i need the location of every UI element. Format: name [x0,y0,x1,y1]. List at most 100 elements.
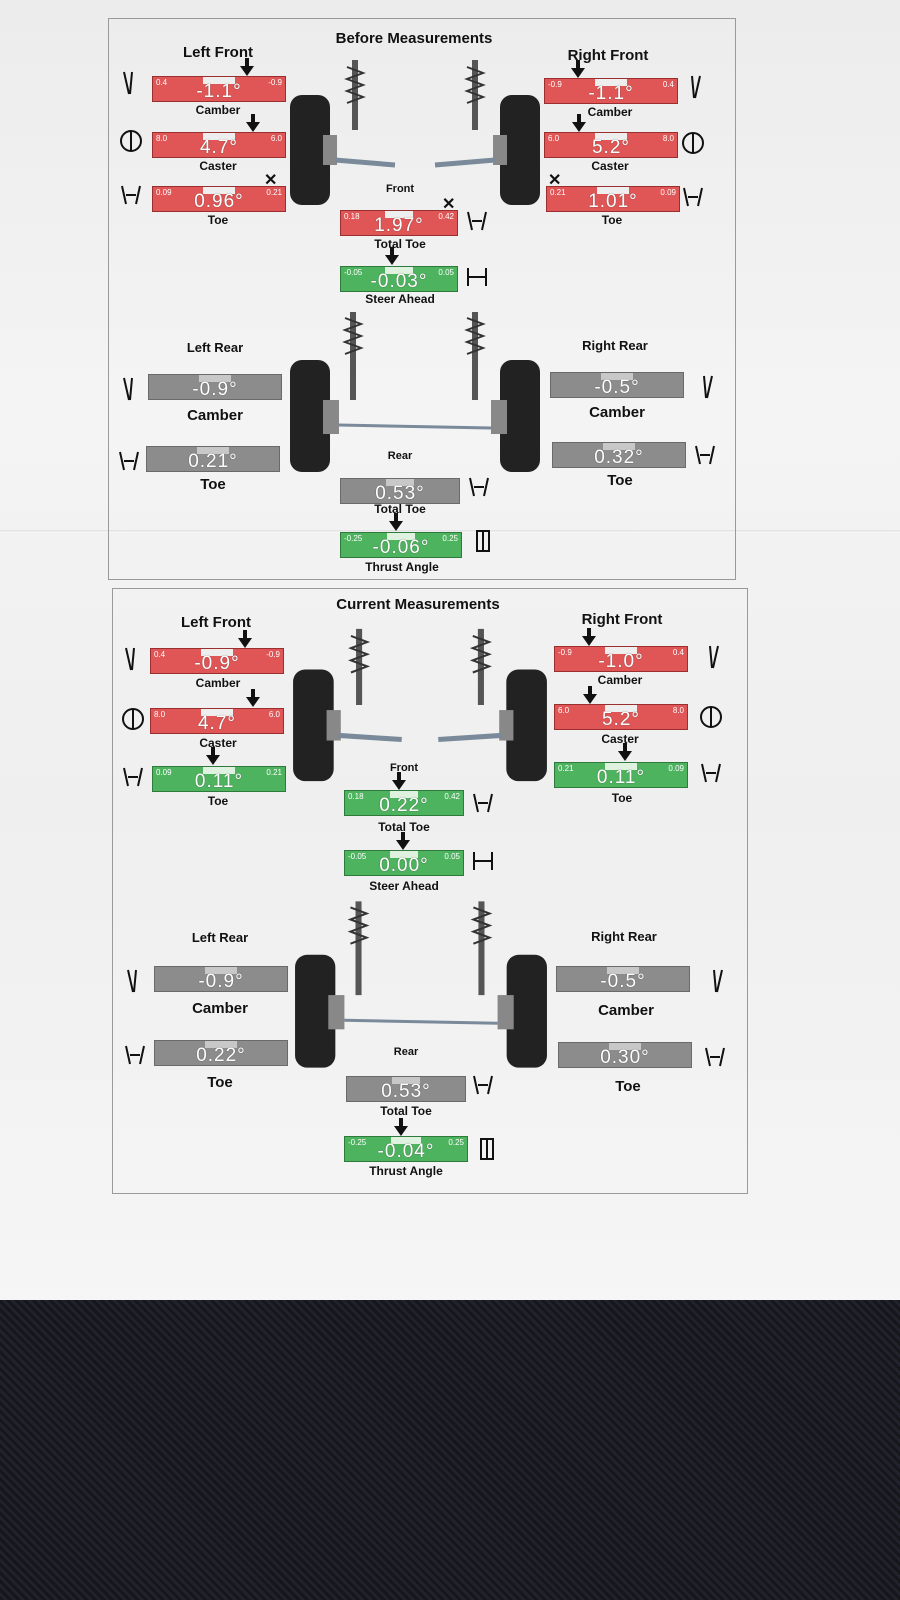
camber-icon [703,375,713,399]
before-left-camber-value: -1.1° [196,81,242,102]
current-left-rear-toe-gauge: 0.22° [154,1040,288,1066]
camber-icon [123,71,133,95]
toe-icon [123,767,143,787]
before-total-toe-value: 1.97° [374,215,424,236]
caster-icon [122,708,144,730]
caster-icon [700,706,722,728]
before-left-toe-gauge: 0.09 0.21 0.96° [152,186,286,212]
before-left-rear-toe-value: 0.21° [188,451,238,472]
current-right-caster-gauge: 6.0 8.0 5.2° [554,704,688,730]
before-left-rear-camber-value: -0.9° [192,379,238,400]
indicator-arrow-icon [240,58,254,76]
current-right-toe-value: 0.11° [596,767,646,788]
total-toe-label: Total Toe [374,237,426,251]
before-right-camber-gauge: -0.9 0.4 -1.1° [544,78,678,104]
front-suspension-diagram [290,60,540,205]
current-rear-total-toe-value: 0.53° [381,1081,431,1102]
current-left-caster-value: 4.7° [197,713,236,734]
current-right-rear-toe-value: 0.30° [600,1047,650,1068]
caster-label: Caster [199,159,237,173]
paper-fold [0,530,900,533]
thrust-angle-icon [476,530,490,552]
camber-label: Camber [192,1000,248,1017]
total-toe-icon [473,793,493,813]
current-total-toe-value: 0.22° [379,795,429,816]
caster-icon [682,132,704,154]
current-thrust-gauge: -0.25 0.25 -0.04° [344,1136,468,1162]
before-right-front-heading: Right Front [567,47,649,64]
before-total-toe-gauge: 0.18 0.42 1.97° [340,210,458,236]
toe-label: Toe [607,472,633,489]
current-right-rear-toe-gauge: 0.30° [558,1042,692,1068]
toe-icon [701,763,721,783]
toe-label: Toe [601,213,623,227]
current-left-rear-toe-value: 0.22° [196,1045,246,1066]
current-title: Current Measurements [336,596,500,613]
camber-icon [127,969,137,993]
current-measurements-panel [112,588,748,1194]
current-right-toe-gauge: 0.21 0.09 0.11° [554,762,688,788]
current-right-camber-value: -1.0° [598,651,644,672]
camber-label: Camber [195,103,241,117]
current-left-camber-gauge: 0.4 -0.9 -0.9° [150,648,284,674]
current-left-toe-value: 0.11° [194,771,244,792]
indicator-arrow-icon [392,772,406,790]
before-right-rear-toe-value: 0.32° [594,447,644,468]
before-rear-total-toe-gauge: 0.53° [340,478,460,504]
current-thrust-value: -0.04° [377,1141,435,1162]
current-steer-ahead-value: 0.00° [379,855,429,876]
camber-icon [125,647,135,671]
camber-label: Camber [598,1002,654,1019]
thrust-angle-icon [480,1138,494,1160]
current-left-rear-camber-value: -0.9° [198,971,244,992]
indicator-arrow-icon [572,114,586,132]
current-right-camber-gauge: -0.9 0.4 -1.0° [554,646,688,672]
before-right-caster-value: 5.2° [591,137,630,158]
toe-icon [705,1047,725,1067]
camber-label: Camber [589,404,645,421]
camber-icon [709,645,719,669]
indicator-arrow-icon [206,747,220,765]
indicator-arrow-icon [238,630,252,648]
steer-ahead-icon [467,268,487,286]
total-toe-label: Total Toe [374,502,426,516]
current-left-rear-camber-gauge: -0.9° [154,966,288,992]
before-left-caster-value: 4.7° [199,137,238,158]
before-left-rear-toe-gauge: 0.21° [146,446,280,472]
current-left-rear-heading: Left Rear [191,930,249,945]
current-right-rear-heading: Right Rear [591,929,657,944]
before-right-toe-gauge: 0.21 0.09 1.01° [546,186,680,212]
indicator-arrow-icon [618,743,632,761]
current-right-rear-camber-gauge: -0.5° [556,966,690,992]
total-toe-icon [473,1075,493,1095]
steer-ahead-icon [473,852,493,870]
indicator-arrow-icon [389,513,403,531]
camber-label: Camber [195,676,241,690]
caster-label: Caster [591,159,629,173]
thrust-angle-label: Thrust Angle [369,1164,443,1178]
current-right-caster-value: 5.2° [601,709,640,730]
before-right-rear-toe-gauge: 0.32° [552,442,686,468]
total-toe-icon [467,211,487,231]
indicator-arrow-icon [571,60,585,78]
toe-icon [125,1045,145,1065]
steer-ahead-label: Steer Ahead [369,879,439,893]
before-left-camber-gauge: 0.4 -0.9 -1.1° [152,76,286,102]
indicator-arrow-icon [385,247,399,265]
rear-axle-label: Rear [393,1046,419,1058]
camber-label: Camber [187,407,243,424]
front-suspension-diagram [293,628,547,782]
before-rear-total-toe-value: 0.53° [375,483,425,504]
indicator-arrow-icon [583,686,597,704]
camber-icon [691,75,701,99]
out-of-range-x-icon: ✕ [442,196,456,213]
total-toe-icon [469,477,489,497]
current-left-camber-value: -0.9° [194,653,240,674]
front-axle-label: Front [385,183,415,195]
thrust-angle-label: Thrust Angle [365,560,439,574]
toe-icon [119,451,139,471]
current-left-front-heading: Left Front [181,614,251,631]
rear-suspension-diagram [290,312,540,472]
before-right-camber-value: -1.1° [588,83,634,104]
current-left-caster-gauge: 8.0 6.0 4.7° [150,708,284,734]
